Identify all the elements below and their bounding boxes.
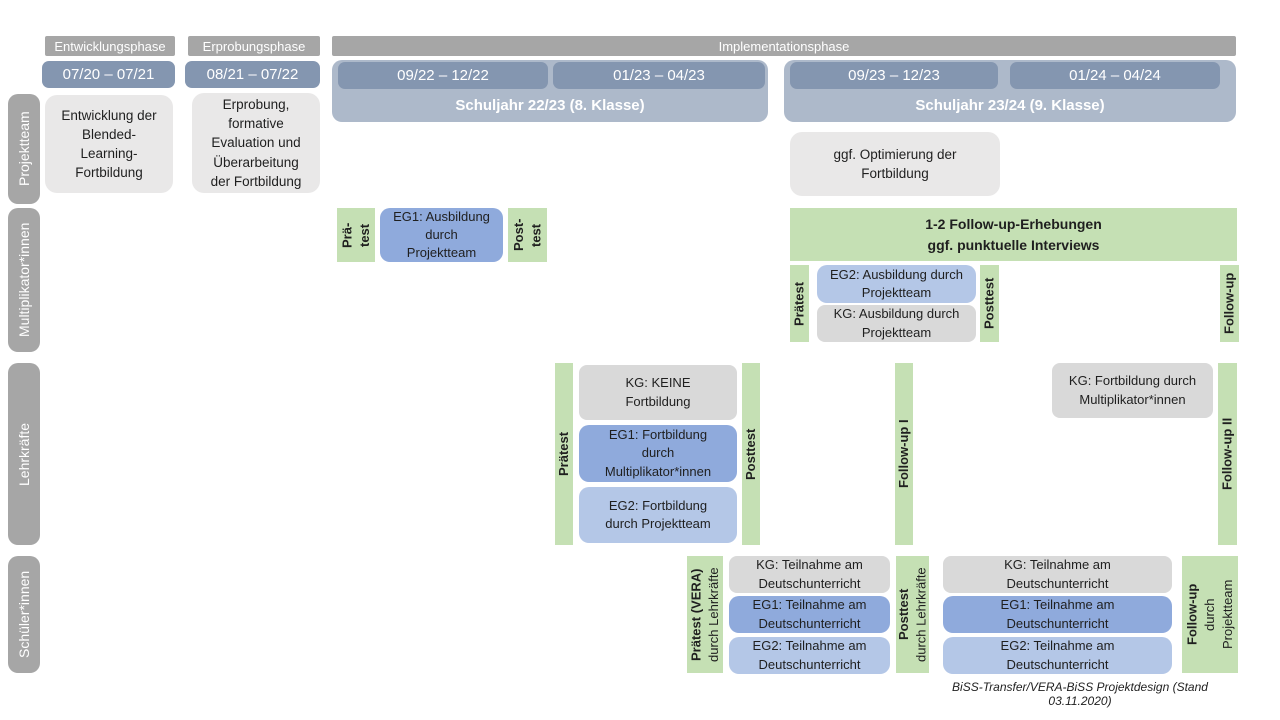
marker-followup-schueler: Follow-up durch Projektteam: [1182, 556, 1238, 673]
marker-posttest-lehrkraefte: Posttest: [742, 363, 760, 545]
box-kg-ausbildung-projektteam: KG: Ausbildung durch Projektteam: [817, 305, 976, 342]
period-bar-09-23-12-23: 09/23 – 12/23: [790, 62, 998, 89]
followup-schueler-title: Follow-up: [1184, 583, 1200, 646]
box-eg2-fortbildung-projektteam: EG2: Fortbildung durch Projektteam: [579, 487, 737, 543]
box-erprobung-evaluation: Erprobung, formative Evaluation und Über…: [192, 93, 320, 193]
marker-praetest-vera: Prätest (VERA) durch Lehrkräfte: [687, 556, 723, 673]
box-optimierung-fortbildung: ggf. Optimierung der Fortbildung: [790, 132, 1000, 196]
row-label-projektteam: Projektteam: [8, 94, 40, 204]
marker-posttest-multiplikatoren-1: Post- test: [508, 208, 547, 262]
marker-praetest-lehrkraefte: Prätest: [555, 363, 573, 545]
marker-praetest-multiplikatoren-1: Prä- test: [337, 208, 375, 262]
marker-posttest-multiplikatoren-2: Posttest: [980, 265, 999, 342]
followup-schueler-sub2: Projektteam: [1219, 579, 1235, 650]
posttest-schueler-subtitle: durch Lehrkräfte: [913, 567, 929, 662]
marker-praetest-multiplikatoren-2: Prätest: [790, 265, 809, 342]
marker-followup-2: Follow-up II: [1218, 363, 1237, 545]
box-eg2-ausbildung-projektteam: EG2: Ausbildung durch Projektteam: [817, 265, 976, 303]
period-bar-01-24-04-24: 01/24 – 04/24: [1010, 62, 1220, 89]
row-label-lehrkraefte: Lehrkräfte: [8, 363, 40, 545]
period-bar-08-21-07-22: 08/21 – 07/22: [185, 61, 320, 88]
box-kg-teilnahme-2: KG: Teilnahme am Deutschunterricht: [943, 556, 1172, 593]
school-year-band-22-23: 09/22 – 12/22 01/23 – 04/23 Schuljahr 22…: [332, 60, 768, 122]
school-year-label-23-24: Schuljahr 23/24 (9. Klasse): [915, 97, 1105, 114]
box-entwicklung-blended-learning: Entwicklung der Blended- Learning- Fortb…: [45, 95, 173, 193]
praetest-vera-title: Prätest (VERA): [688, 568, 704, 661]
caption: BiSS-Transfer/VERA-BiSS Projektdesign (S…: [952, 680, 1208, 708]
band-followup-erhebungen: 1-2 Follow-up-Erhebungen ggf. punktuelle…: [790, 208, 1237, 261]
marker-followup-multiplikatoren: Follow-up: [1220, 265, 1239, 342]
phase-bar-implementationsphase: Implementationsphase: [332, 36, 1236, 56]
phase-bar-erprobungsphase: Erprobungsphase: [188, 36, 320, 56]
followup-schueler-sub1: durch: [1202, 598, 1218, 631]
marker-posttest-schueler: Posttest durch Lehrkräfte: [896, 556, 929, 673]
box-eg2-teilnahme-1: EG2: Teilnahme am Deutschunterricht: [729, 637, 890, 674]
period-bar-09-22-12-22: 09/22 – 12/22: [338, 62, 548, 89]
box-kg-teilnahme-1: KG: Teilnahme am Deutschunterricht: [729, 556, 890, 593]
row-label-multiplikatoren: Multiplikator*innen: [8, 208, 40, 352]
box-eg1-teilnahme-1: EG1: Teilnahme am Deutschunterricht: [729, 596, 890, 633]
praetest-vera-subtitle: durch Lehrkräfte: [706, 567, 721, 662]
school-year-label-22-23: Schuljahr 22/23 (8. Klasse): [455, 97, 645, 114]
box-eg1-ausbildung-projektteam: EG1: Ausbildung durch Projektteam: [380, 208, 503, 262]
period-bar-01-23-04-23: 01/23 – 04/23: [553, 62, 765, 89]
school-year-band-23-24: 09/23 – 12/23 01/24 – 04/24 Schuljahr 23…: [784, 60, 1236, 122]
box-eg2-teilnahme-2: EG2: Teilnahme am Deutschunterricht: [943, 637, 1172, 674]
period-bar-07-20-07-21: 07/20 – 07/21: [42, 61, 175, 88]
box-kg-fortbildung-multiplikatoren: KG: Fortbildung durch Multiplikator*inne…: [1052, 363, 1213, 418]
marker-followup-1: Follow-up I: [895, 363, 913, 545]
box-eg1-teilnahme-2: EG1: Teilnahme am Deutschunterricht: [943, 596, 1172, 633]
posttest-schueler-title: Posttest: [895, 588, 911, 641]
row-label-schueler: Schüler*innen: [8, 556, 40, 673]
box-kg-keine-fortbildung: KG: KEINE Fortbildung: [579, 365, 737, 420]
phase-bar-entwicklungsphase: Entwicklungsphase: [45, 36, 175, 56]
box-eg1-fortbildung-multiplikatoren: EG1: Fortbildung durch Multiplikator*inn…: [579, 425, 737, 482]
